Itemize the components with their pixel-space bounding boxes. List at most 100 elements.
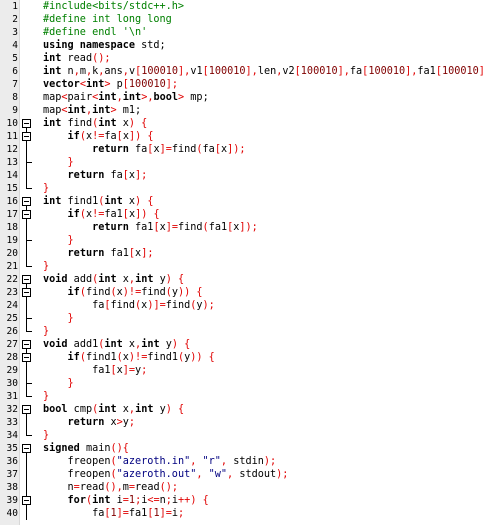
code-line[interactable]: 17 if(x!=fa1[x]) { xyxy=(0,208,486,221)
code-line[interactable]: 30 } xyxy=(0,377,486,390)
code-text: return x>y; xyxy=(43,416,136,429)
code-text: if(x!=fa[x]) { xyxy=(43,130,154,143)
code-line[interactable]: 19 } xyxy=(0,234,486,247)
code-token: "r" xyxy=(202,456,221,467)
line-number: 20 xyxy=(6,248,18,259)
code-token: "w" xyxy=(208,469,228,480)
code-text: } xyxy=(43,325,49,338)
fold-toggle-icon[interactable] xyxy=(19,273,36,286)
code-token: ( xyxy=(79,287,86,298)
code-token: < xyxy=(92,92,99,103)
code-line[interactable]: 36 freopen("azeroth.in", "r", stdin); xyxy=(0,455,486,468)
code-text: freopen("azeroth.in", "r", stdin); xyxy=(43,455,277,468)
fold-toggle-icon[interactable] xyxy=(19,130,36,143)
code-text: int find1(int x) { xyxy=(43,195,153,208)
collapse-minus-icon[interactable] xyxy=(22,210,31,219)
code-token: ans xyxy=(104,66,123,77)
code-token: [ xyxy=(153,222,160,233)
code-line[interactable]: 39 for(int i=1;i<=n;i++) { xyxy=(0,494,486,507)
fold-end-marker xyxy=(19,390,36,403)
collapse-minus-icon[interactable] xyxy=(22,353,31,362)
code-token: ); xyxy=(263,456,277,467)
code-token: ]; xyxy=(141,248,154,259)
fold-toggle-icon[interactable] xyxy=(19,117,36,130)
fold-toggle-icon[interactable] xyxy=(19,286,36,299)
code-line[interactable]: 37 freopen("azeroth.out", "w", stdout); xyxy=(0,468,486,481)
code-text: } xyxy=(43,390,49,403)
code-line[interactable]: 31} xyxy=(0,390,486,403)
code-text: return fa1[x]=find(fa1[x]); xyxy=(43,221,258,234)
code-token: x xyxy=(220,144,228,155)
code-token: > xyxy=(116,417,123,428)
code-token: [ xyxy=(122,79,129,90)
fold-toggle-icon[interactable] xyxy=(19,494,36,507)
fold-toggle-icon[interactable] xyxy=(19,442,36,455)
code-line[interactable]: 12 return fa[x]=find(fa[x]); xyxy=(0,143,486,156)
collapse-minus-icon[interactable] xyxy=(22,288,31,297)
code-line[interactable]: 2#define int long long xyxy=(0,13,486,26)
code-line[interactable]: 38 n=read(),m=read(); xyxy=(0,481,486,494)
collapse-minus-icon[interactable] xyxy=(22,197,31,206)
fold-toggle-icon[interactable] xyxy=(19,403,36,416)
code-line[interactable]: 3#define endl '\n' xyxy=(0,26,486,39)
code-line[interactable]: 40 fa[1]=fa1[1]=i; xyxy=(0,507,486,520)
code-token: = xyxy=(73,482,80,493)
code-line[interactable]: 18 return fa1[x]=find(fa1[x]); xyxy=(0,221,486,234)
code-text: } xyxy=(43,312,74,325)
line-number: 28 xyxy=(6,352,18,363)
code-line[interactable]: 34} xyxy=(0,429,486,442)
code-token: ]; xyxy=(478,66,486,77)
collapse-minus-icon[interactable] xyxy=(22,119,31,128)
code-line[interactable]: 15} xyxy=(0,182,486,195)
code-line[interactable]: 33 return x>y; xyxy=(0,416,486,429)
code-token: > xyxy=(110,105,123,116)
code-line[interactable]: 28 if(find1(x)!=find1(y)) { xyxy=(0,351,486,364)
code-line[interactable]: 21} xyxy=(0,260,486,273)
code-token: x xyxy=(135,248,142,259)
fold-toggle-icon[interactable] xyxy=(19,195,36,208)
fold-toggle-icon[interactable] xyxy=(19,208,36,221)
fold-end-marker xyxy=(19,156,36,169)
code-token: , xyxy=(196,469,209,480)
code-line[interactable]: 26} xyxy=(0,325,486,338)
code-line[interactable]: 13 } xyxy=(0,156,486,169)
code-line[interactable]: 1#include<bits/stdc++.h> xyxy=(0,0,486,13)
fold-toggle-icon[interactable] xyxy=(19,351,36,364)
code-line[interactable]: 14 return fa[x]; xyxy=(0,169,486,182)
code-token: find1 xyxy=(61,196,99,207)
code-token: ( xyxy=(165,287,172,298)
code-line[interactable]: 11 if(x!=fa[x]) { xyxy=(0,130,486,143)
collapse-minus-icon[interactable] xyxy=(22,340,31,349)
code-token: len xyxy=(257,66,277,77)
collapse-minus-icon[interactable] xyxy=(22,275,31,284)
code-token: } xyxy=(43,326,50,337)
code-line[interactable]: 20 return fa1[x]; xyxy=(0,247,486,260)
code-line[interactable]: 24 fa[find(x)]=find(y); xyxy=(0,299,486,312)
code-token: m xyxy=(79,66,86,77)
fold-toggle-icon[interactable] xyxy=(19,338,36,351)
collapse-minus-icon[interactable] xyxy=(22,132,31,141)
code-line[interactable]: 23 if(find(x)!=find(y)) { xyxy=(0,286,486,299)
code-line[interactable]: 29 fa1[x]=y; xyxy=(0,364,486,377)
collapse-minus-icon[interactable] xyxy=(22,405,31,414)
line-number: 18 xyxy=(6,222,18,233)
code-token: [ xyxy=(227,222,234,233)
fold-empty xyxy=(19,0,36,13)
collapse-minus-icon[interactable] xyxy=(22,444,31,453)
code-line[interactable]: 25 } xyxy=(0,312,486,325)
collapse-minus-icon[interactable] xyxy=(22,496,31,505)
code-token: )!= xyxy=(128,352,148,363)
